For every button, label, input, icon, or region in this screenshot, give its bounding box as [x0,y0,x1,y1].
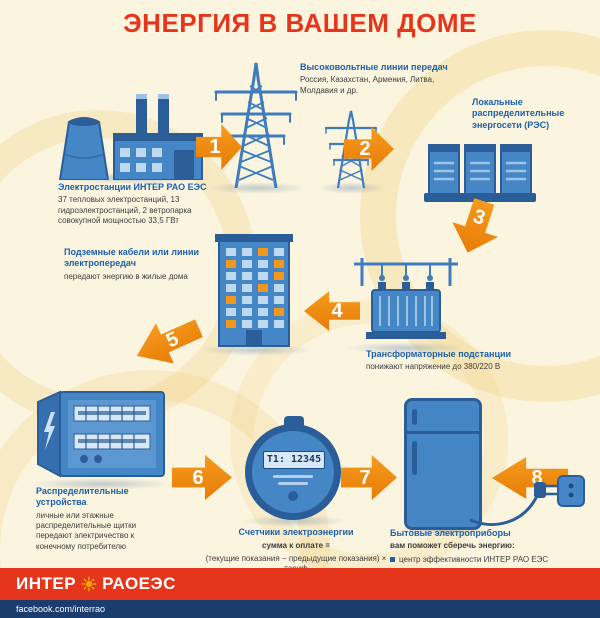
ground-shadow [208,182,308,194]
ground-shadow [346,342,464,354]
power-plant-illustration [59,94,203,180]
brand-word-inter: ИНТЕР [16,574,77,593]
step-number-1: 1 [209,136,221,158]
appliances-subheading: вам поможет сберечь энергию: [390,541,515,551]
brand-word-raoees: РАОЕЭС [102,574,176,593]
meter-dial [288,491,298,501]
ground-shadow [241,515,347,527]
meter-body: Т1: 12345 [245,424,341,520]
step-number-8: 8 [531,467,543,489]
plant-body: 37 тепловых электростанций, 13 гидроэлек… [58,195,192,226]
lightning-bolt-icon [44,412,55,450]
sun-icon [81,576,97,592]
transformer-substation-illustration [354,258,458,339]
brand-logo: ИНТЕР РАОЕЭС [16,574,176,594]
cables-caption: Подземные кабели или линии электропереда… [64,247,214,282]
step-number-7: 7 [359,466,371,489]
footer-brand-bar: ИНТЕР РАОЕЭС [0,568,600,600]
plant-caption: Электростанции ИНТЕР РАО ЕЭС 37 тепловых… [58,182,210,226]
res-caption: Локальные распределительные энергосети (… [472,97,584,131]
meter-marking [278,482,308,485]
electricity-meter-illustration: Т1: 12345 [245,416,343,522]
ground-shadow [318,182,386,194]
bullet-square-icon [390,556,395,562]
meter-face: Т1: 12345 [252,431,334,513]
meter-formula-label: сумма к оплате = [262,541,330,551]
power-lines-heading: Высоковольтные линии передач [300,62,448,72]
cables-body: передают энергию в жилые дома [64,271,188,281]
step-number-4: 4 [331,300,343,322]
distribution-grid-illustration [424,144,536,202]
transformer-body: понижают напряжение до 380/220 В [366,362,501,372]
fridge-handle [412,441,417,475]
tip-text: центр эффективности ИНТЕР РАО ЕЭС [399,554,549,564]
meter-marking [273,475,313,478]
panel-heading: Распределительные устройства [36,486,129,508]
power-cord-socket-illustration [469,475,585,526]
page-title: ЭНЕРГИЯ В ВАШЕМ ДОМЕ [123,8,477,38]
power-lines-body: Россия, Казахстан, Армения, Литва, Молда… [300,75,435,95]
fridge-handle [412,409,417,425]
ground-shadow [28,478,174,490]
list-item: центр эффективности ИНТЕР РАО ЕЭС [390,555,592,565]
power-lines-caption: Высоковольтные линии передач Россия, Каз… [300,62,468,96]
facebook-link[interactable]: facebook.com/interrao [16,604,106,614]
step-number-3: 3 [470,205,488,230]
refrigerator-illustration [404,398,482,530]
plant-heading: Электростанции ИНТЕР РАО ЕЭС [58,182,207,192]
transformer-caption: Трансформаторные подстанции понижают нап… [366,349,536,373]
transmission-tower-icon [214,62,298,188]
distribution-panel-illustration [37,390,165,478]
panel-body: личные или этажные распределительные щит… [36,510,137,551]
fridge-divider [407,431,479,434]
meter-heading: Счетчики электроэнергии [238,527,354,537]
meter-display: Т1: 12345 [263,451,325,469]
apartment-building-illustration [215,234,293,347]
step-number-2: 2 [359,138,371,160]
footer-social-bar: facebook.com/interrao [0,600,600,618]
appliances-heading: Бытовые электроприборы [390,528,511,538]
panel-caption: Распределительные устройства личные или … [36,486,166,552]
step-number-6: 6 [192,466,204,489]
res-heading: Локальные распределительные энергосети (… [472,97,565,130]
cables-heading: Подземные кабели или линии электропереда… [64,247,200,269]
transformer-heading: Трансформаторные подстанции [366,349,512,359]
